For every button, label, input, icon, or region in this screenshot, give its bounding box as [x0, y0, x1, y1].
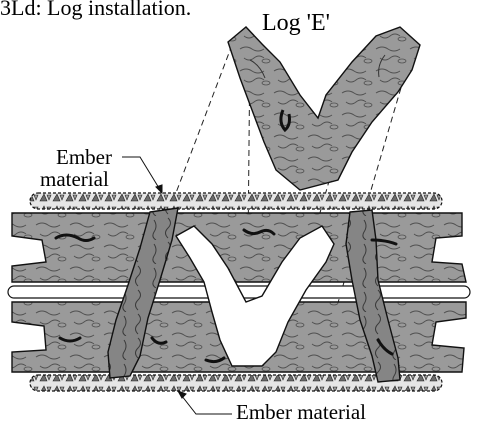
- log-e-label: Log 'E': [262, 11, 330, 35]
- ember-material-top-label-line2: material: [40, 169, 109, 190]
- log-e-shape: [228, 27, 420, 190]
- upper-horizontal-log: [12, 213, 466, 282]
- figure-caption: 3Ld: Log installation.: [0, 0, 191, 19]
- ember-strip-top: [30, 193, 442, 209]
- ember-material-top-label-line1: Ember: [56, 147, 112, 168]
- ember-material-bottom-label: Ember material: [236, 402, 366, 423]
